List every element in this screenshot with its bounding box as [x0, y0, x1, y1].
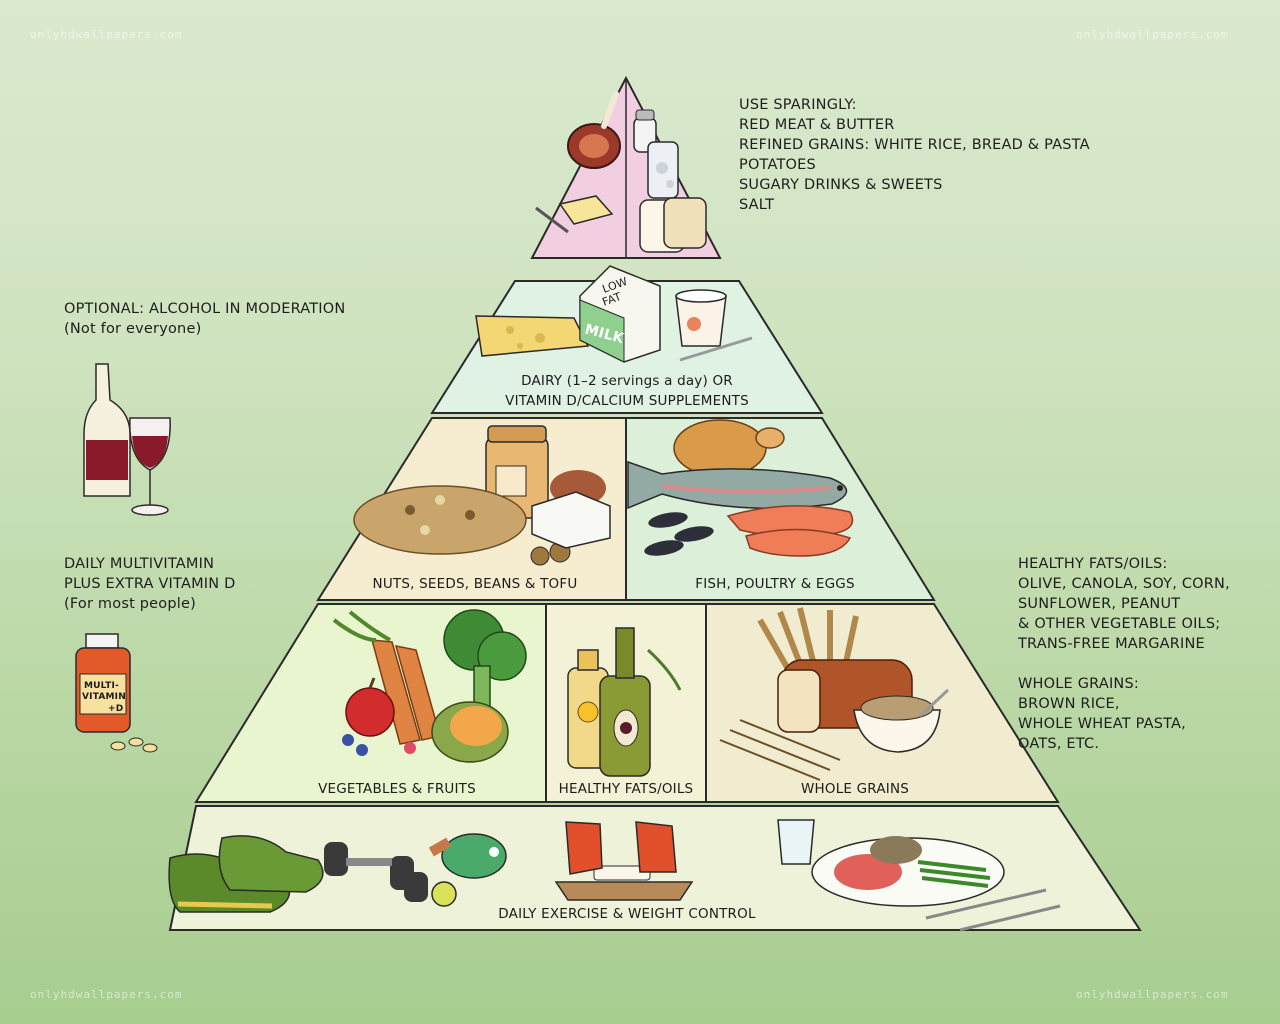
fish-icon: [627, 460, 848, 510]
use-sparingly-note: USE SPARINGLY: RED MEAT & BUTTER REFINED…: [739, 97, 1090, 213]
dairy-label-line1: DAIRY (1–2 servings a day) OR: [521, 373, 733, 389]
alcohol-illustration: [83, 363, 171, 516]
grains-label: WHOLE GRAINS: [801, 781, 909, 797]
watermark-top-right: onlyhdwallpapers.com: [1076, 28, 1229, 41]
yogurt-icon: [675, 289, 753, 362]
wine-glass-icon: [129, 417, 171, 516]
watermark-bottom-right: onlyhdwallpapers.com: [1076, 988, 1229, 1001]
dairy-label-line2: VITAMIN D/CALCIUM SUPPLEMENTS: [505, 393, 749, 409]
nuts-label: NUTS, SEEDS, BEANS & TOFU: [373, 576, 578, 592]
tier-protein: NUTS, SEEDS, BEANS & TOFU FISH, POULTRY …: [316, 417, 936, 601]
vegetables-label: VEGETABLES & FRUITS: [318, 781, 476, 797]
olive-oil-bottle-icon: [599, 627, 682, 777]
vitamin-label-d: +D: [108, 704, 123, 714]
milk-carton-icon: LOW FAT MILK: [579, 265, 661, 363]
melon-icon: [342, 701, 509, 763]
vitamin-label-vitamin: VITAMIN: [82, 692, 126, 702]
tennis-ball-icon: [431, 881, 457, 907]
tofu-icon: [531, 491, 611, 549]
ping-pong-paddle-icon: [428, 833, 507, 879]
carrots-icon: [332, 610, 441, 745]
vitamin-label-multi: MULTI-: [84, 681, 119, 691]
soda-can-icon: [647, 141, 679, 199]
fats-grains-note: HEALTHY FATS/OILS: OLIVE, CANOLA, SOY, C…: [1018, 556, 1230, 752]
butter-icon: [535, 195, 614, 234]
oils-label: HEALTHY FATS/OILS: [559, 781, 694, 797]
rice-bowl-icon: [853, 688, 950, 753]
broccoli-icon: [443, 609, 527, 717]
water-glass-icon: [777, 819, 815, 865]
chicken-icon: [673, 419, 785, 477]
milk-fat-label: FAT: [601, 290, 624, 309]
alcohol-note: OPTIONAL: ALCOHOL IN MODERATION (Not for…: [64, 301, 346, 337]
tier-dairy: LOW FAT MILK DAIRY (1–2 servings a day) …: [430, 265, 824, 414]
cheese-icon: [475, 315, 590, 357]
tier-use-sparingly: [530, 75, 722, 259]
exercise-label: DAILY EXERCISE & WEIGHT CONTROL: [498, 906, 756, 922]
watermark-bottom-left: onlyhdwallpapers.com: [30, 988, 183, 1001]
wheat-icon: [719, 607, 859, 781]
fish-label: FISH, POULTRY & EGGS: [695, 576, 855, 592]
mussels-icon: [644, 512, 714, 556]
dinner-plate-icon: [811, 836, 1061, 932]
multivitamin-note: DAILY MULTIVITAMIN PLUS EXTRA VITAMIN D …: [64, 556, 236, 612]
nuts-pile-icon: [353, 470, 606, 566]
tier-exercise: DAILY EXERCISE & WEIGHT CONTROL: [168, 805, 1142, 932]
oil-bottle-icon: [567, 649, 609, 769]
tier-plants: VEGETABLES & FRUITS HEALTHY FATS/OILS: [194, 603, 1060, 803]
sneakers-icon: [168, 835, 324, 913]
scale-icon: [554, 821, 694, 901]
apple-icon: [345, 677, 395, 737]
vitamin-bottle-icon: MULTI- VITAMIN +D: [75, 633, 158, 753]
wine-bottle-icon: [83, 363, 131, 497]
shrimp-icon: [726, 505, 854, 557]
bread-icon: [639, 197, 707, 253]
red-meat-icon: [567, 91, 621, 169]
watermark-top-left: onlyhdwallpapers.com: [30, 28, 183, 41]
dumbbell-icon: [324, 842, 428, 902]
